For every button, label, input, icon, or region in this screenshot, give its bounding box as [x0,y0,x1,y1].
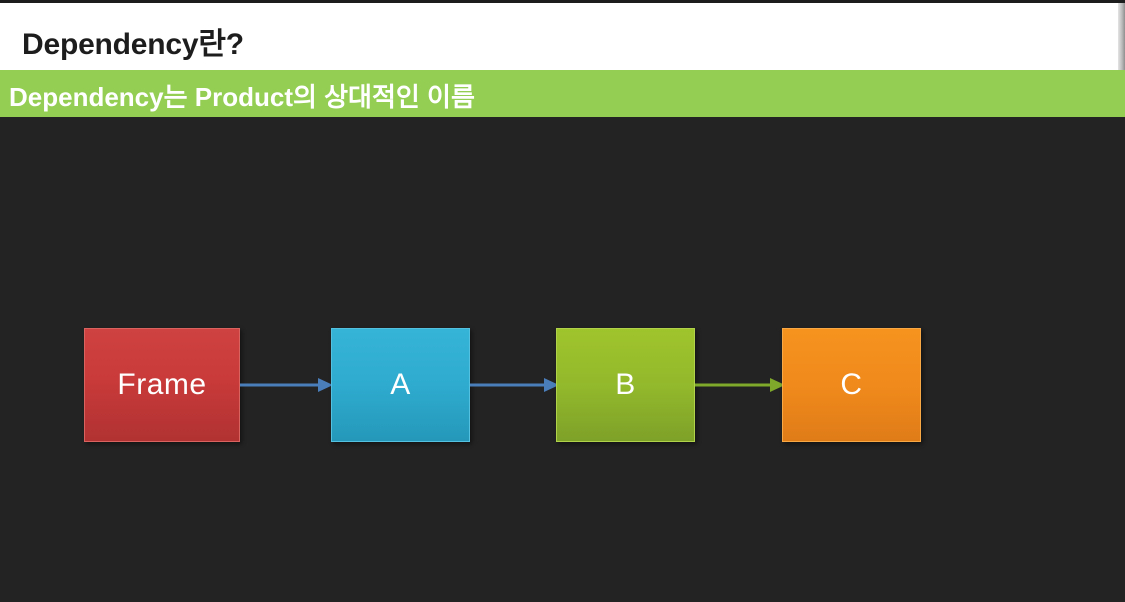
diagram-edge-a-to-b [470,374,559,396]
diagram-node-b: B [556,328,695,442]
slide-subtitle-band: Dependency는 Product의 상대적인 이름 [0,70,1125,117]
slide-body: Frame A B C [0,117,1125,602]
diagram-node-b-label: B [615,368,636,401]
diagram-node-c: C [782,328,921,442]
diagram-node-frame-label: Frame [117,368,207,401]
diagram-node-a: A [331,328,470,442]
diagram-node-frame: Frame [84,328,240,442]
page-title: Dependency란? [22,28,244,61]
slide-title-bar: Dependency란? [0,3,1118,70]
title-bar-right-edge [1118,3,1125,70]
diagram-node-c-label: C [840,368,863,401]
arrow-right-icon [695,378,785,392]
arrow-right-icon [470,378,559,392]
slide-subtitle: Dependency는 Product의 상대적인 이름 [9,82,475,112]
top-edge-strip [0,0,1125,3]
diagram-node-a-label: A [390,368,411,401]
arrow-right-icon [240,378,333,392]
diagram-edge-b-to-c [695,374,785,396]
diagram-edge-frame-to-a [240,374,333,396]
